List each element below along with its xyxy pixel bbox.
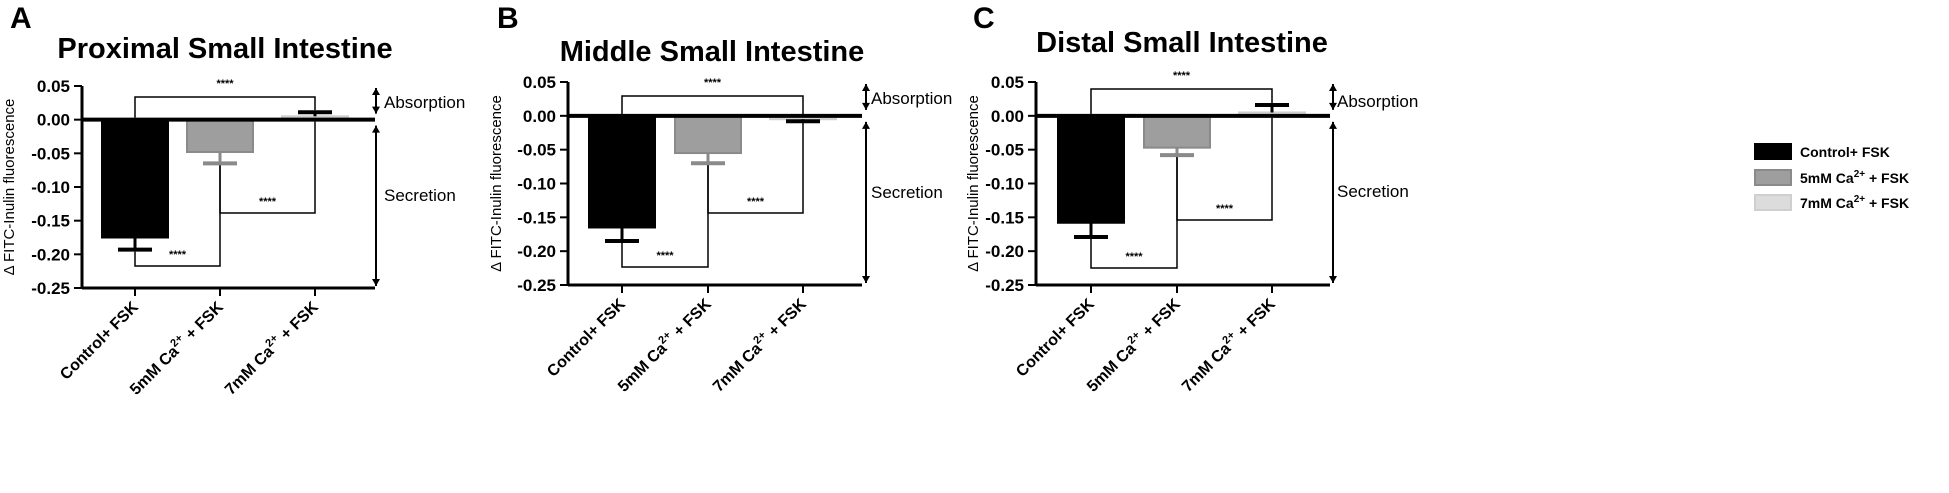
y-axis-label: Δ FITC-Inulin fluorescence <box>965 95 982 272</box>
category-label: Control+ FSK <box>57 298 142 383</box>
significance-label: **** <box>704 77 722 89</box>
y-tick-label: 0.05 <box>523 73 556 92</box>
panel-letter: A <box>10 2 32 35</box>
arrow-head <box>372 88 380 95</box>
significance-bracket <box>621 95 804 116</box>
legend-label: 7mM Ca2+ + FSK <box>1800 194 1909 211</box>
chart-panel-b: B Middle Small Intestine Δ FITC-Inulin flu… <box>488 2 952 396</box>
significance-bracket <box>1176 117 1273 221</box>
y-tick-label: -0.15 <box>517 208 556 227</box>
arrow-head <box>372 106 380 114</box>
y-tick-label: 0.05 <box>37 77 70 96</box>
bar <box>1057 114 1125 224</box>
arrow-head <box>372 279 380 286</box>
bar <box>1143 114 1211 149</box>
y-tick-label: -0.25 <box>985 276 1024 295</box>
y-tick-label: -0.05 <box>517 141 556 160</box>
secretion-label: Secretion <box>871 183 943 202</box>
significance-bracket <box>219 121 316 214</box>
significance-label: **** <box>1125 251 1143 263</box>
arrow-head <box>862 276 870 283</box>
arrow-head <box>1329 102 1337 110</box>
secretion-label: Secretion <box>384 186 456 205</box>
arrow-head <box>862 84 870 91</box>
y-tick-label: -0.15 <box>31 212 70 231</box>
significance-label: **** <box>747 196 765 208</box>
y-tick-label: -0.05 <box>31 144 70 163</box>
significance-label: **** <box>656 250 674 262</box>
arrow-head <box>862 102 870 110</box>
category-label: Control+ FSK <box>1013 295 1098 380</box>
arrow-head <box>1329 121 1337 129</box>
category-label: 5mM Ca2+ + FSK <box>613 293 715 395</box>
category-label: 5mM Ca2+ + FSK <box>1082 293 1184 395</box>
legend-label: 5mM Ca2+ + FSK <box>1800 169 1909 186</box>
bar <box>101 118 169 239</box>
y-tick-label: -0.10 <box>31 178 70 197</box>
legend-label: Control+ FSK <box>1800 144 1890 160</box>
bar <box>186 118 254 153</box>
chart-title: Proximal Small Intestine <box>57 33 392 65</box>
absorption-label: Absorption <box>871 89 952 108</box>
y-tick-label: -0.10 <box>517 175 556 194</box>
legend-swatch <box>1754 143 1792 160</box>
panel-letter: B <box>497 2 519 35</box>
significance-label: **** <box>216 78 234 90</box>
y-tick-label: -0.15 <box>985 208 1024 227</box>
chart-title: Middle Small Intestine <box>560 36 865 68</box>
y-tick-label: -0.20 <box>31 245 70 264</box>
bar <box>674 114 742 155</box>
y-tick-label: -0.20 <box>517 242 556 261</box>
y-tick-label: -0.20 <box>985 242 1024 261</box>
y-tick-label: -0.10 <box>985 175 1024 194</box>
y-tick-label: 0.00 <box>37 111 70 130</box>
chart-title: Distal Small Intestine <box>1036 27 1328 59</box>
y-tick-label: 0.05 <box>991 73 1024 92</box>
y-axis-label: Δ FITC-Inulin fluorescence <box>488 95 505 272</box>
legend: Control+ FSK 5mM Ca2+ + FSK 7mM Ca2+ + FSK <box>1754 143 1909 211</box>
arrow-head <box>1329 84 1337 91</box>
significance-bracket <box>1090 88 1273 114</box>
significance-label: **** <box>1173 70 1191 82</box>
chart-panel-c: C Distal Small Intestine Δ FITC-Inulin flu… <box>965 2 1418 396</box>
secretion-label: Secretion <box>1337 182 1409 201</box>
category-label: Control+ FSK <box>544 295 629 380</box>
y-tick-label: -0.05 <box>985 141 1024 160</box>
arrow-head <box>1329 276 1337 283</box>
arrow-head <box>372 125 380 133</box>
absorption-label: Absorption <box>384 93 465 112</box>
significance-label: **** <box>169 249 187 261</box>
significance-bracket <box>707 121 804 214</box>
absorption-label: Absorption <box>1337 92 1418 111</box>
category-label: 7mM Ca2+ + FSK <box>220 296 322 398</box>
significance-label: **** <box>1216 203 1234 215</box>
category-label: 7mM Ca2+ + FSK <box>708 293 810 395</box>
significance-bracket <box>621 165 709 268</box>
significance-bracket <box>134 165 221 267</box>
legend-swatch <box>1754 194 1792 211</box>
y-tick-label: 0.00 <box>991 107 1024 126</box>
chart-panel-a: A Proximal Small Intestine Δ FITC-Inulin f… <box>1 2 465 399</box>
y-tick-label: -0.25 <box>517 276 556 295</box>
legend-swatch <box>1754 169 1792 186</box>
arrow-head <box>862 121 870 129</box>
y-tick-label: 0.00 <box>523 107 556 126</box>
bar <box>588 114 656 229</box>
y-tick-label: -0.25 <box>31 279 70 298</box>
panel-letter: C <box>973 2 995 35</box>
category-label: 7mM Ca2+ + FSK <box>1177 293 1279 395</box>
y-axis-label: Δ FITC-Inulin fluorescence <box>1 99 18 276</box>
significance-label: **** <box>259 196 277 208</box>
significance-bracket <box>134 96 316 118</box>
